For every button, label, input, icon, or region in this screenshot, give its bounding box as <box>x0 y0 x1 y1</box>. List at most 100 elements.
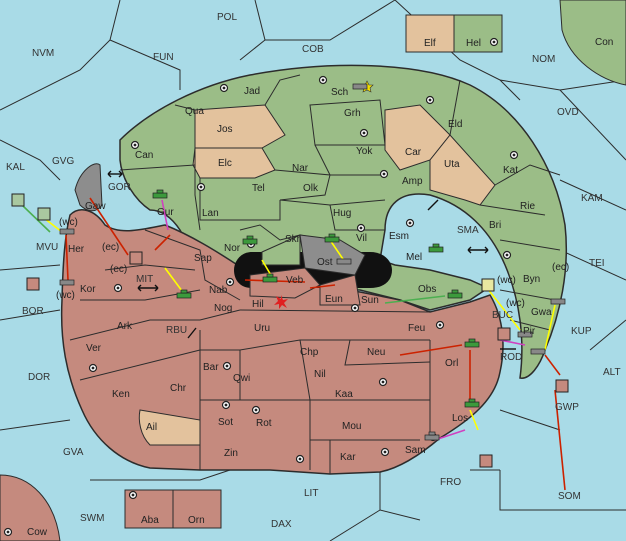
label-kar: Kar <box>340 452 356 463</box>
label-cob: COB <box>302 44 324 55</box>
label-elf: Elf <box>424 38 436 49</box>
label-amp: Amp <box>402 176 423 187</box>
label-dax: DAX <box>271 519 292 530</box>
label-elc: Elc <box>218 158 232 169</box>
label-gwa: Gwa <box>531 307 552 318</box>
label-mou: Mou <box>342 421 361 432</box>
label-dor: DOR <box>28 372 50 383</box>
label-sun: Sun <box>361 295 379 306</box>
label-bor: BOR <box>22 306 44 317</box>
green-units[interactable] <box>152 189 480 441</box>
label-nab: Nab <box>209 285 228 296</box>
label-esm: Esm <box>389 231 409 242</box>
label-nvm: NVM <box>32 48 54 59</box>
label-ken: Ken <box>112 389 130 400</box>
label-sam: Sam <box>405 445 426 456</box>
label-bri: Bri <box>489 220 501 231</box>
label-kaa: Kaa <box>335 389 353 400</box>
label-grh: Grh <box>344 108 361 119</box>
inset-north[interactable] <box>405 14 503 53</box>
label-rie: Rie <box>520 201 535 212</box>
label-eun: Eun <box>325 294 343 305</box>
label-skr: Skr <box>285 234 301 245</box>
label-ver: Ver <box>86 343 102 354</box>
label-eld: Eld <box>448 119 462 130</box>
coast-gwa-wc: (wc) <box>506 298 525 309</box>
label-swm: SWM <box>80 513 104 524</box>
label-pir: Pir <box>523 326 536 337</box>
label-hel: Hel <box>466 38 481 49</box>
label-hil: Hil <box>252 299 264 310</box>
sea-labels: POL NVM FUN COB NOM OVD KAL GVG GOR MVU … <box>6 12 621 530</box>
label-orl: Orl <box>445 358 458 369</box>
label-uru: Uru <box>254 323 270 334</box>
label-kam: KAM <box>581 193 603 204</box>
label-gaw: Gaw <box>85 201 106 212</box>
impassable-gor <box>74 163 103 212</box>
coast-tags: (wc) (ec) (ec) (wc) (wc) (wc) (ec) <box>56 217 569 309</box>
label-pol: POL <box>217 12 237 23</box>
inset-labels: Elf Hel Con Aba Orn Cow <box>27 37 613 538</box>
label-tei: TEI <box>589 258 605 269</box>
label-olk: Olk <box>303 183 319 194</box>
label-kal: KAL <box>6 162 25 173</box>
land-labels: Jad Sch Qua Jos Grh Eld Can Elc Nar Yok … <box>68 86 552 463</box>
label-nil: Nil <box>314 369 326 380</box>
coast-byn-wc: (wc) <box>497 275 516 286</box>
dislodge-icon <box>274 295 288 309</box>
channel-markers <box>107 170 516 350</box>
label-gur: Gur <box>157 207 174 218</box>
label-her: Her <box>68 244 85 255</box>
brown-landmass[interactable] <box>60 209 504 475</box>
label-kup: KUP <box>571 326 592 337</box>
label-buc: BUC <box>492 310 513 321</box>
land-borders <box>69 74 561 474</box>
label-rbu: RBU <box>166 325 187 336</box>
label-som: SOM <box>558 491 581 502</box>
label-qua: Qua <box>185 106 204 117</box>
label-sot: Sot <box>218 417 233 428</box>
label-alt: ALT <box>603 367 621 378</box>
label-con: Con <box>595 37 613 48</box>
neutral-regions[interactable] <box>138 104 496 446</box>
label-tel: Tel <box>252 183 265 194</box>
label-cow: Cow <box>27 527 48 538</box>
label-nog: Nog <box>214 303 232 314</box>
label-obs: Obs <box>418 284 436 295</box>
gray-units[interactable] <box>11 83 569 468</box>
label-uta: Uta <box>444 159 460 170</box>
label-jad: Jad <box>244 86 260 97</box>
label-gva: GVA <box>63 447 84 458</box>
label-gwp: GWP <box>555 402 579 413</box>
label-neu: Neu <box>367 347 385 358</box>
label-lan: Lan <box>202 208 219 219</box>
inset-south[interactable] <box>124 489 222 529</box>
label-mel: Mel <box>406 252 422 263</box>
label-nar: Nar <box>292 163 309 174</box>
supply-centers <box>3 37 519 537</box>
label-sma: SMA <box>457 225 479 236</box>
label-sap: Sap <box>194 253 212 264</box>
label-rod: ROD <box>500 352 522 363</box>
label-nom: NOM <box>532 54 555 65</box>
label-orn: Orn <box>188 515 205 526</box>
label-ovd: OVD <box>557 107 579 118</box>
coast-byn-ec: (ec) <box>552 262 569 273</box>
coast-kor-wc: (wc) <box>56 290 75 301</box>
label-byn: Byn <box>523 274 540 285</box>
label-kor: Kor <box>80 284 96 295</box>
label-ost: Ost <box>317 257 333 268</box>
label-los: Los <box>452 413 468 424</box>
label-veb: Veb <box>286 275 304 286</box>
coast-her-ec: (ec) <box>102 242 119 253</box>
label-ark: Ark <box>117 321 133 332</box>
label-nor: Nor <box>224 243 241 254</box>
label-hug: Hug <box>333 208 351 219</box>
label-qwi: Qwi <box>233 373 250 384</box>
label-lit: LIT <box>304 488 318 499</box>
label-ail: Ail <box>146 422 157 433</box>
label-car: Car <box>405 147 422 158</box>
label-jos: Jos <box>217 124 233 135</box>
